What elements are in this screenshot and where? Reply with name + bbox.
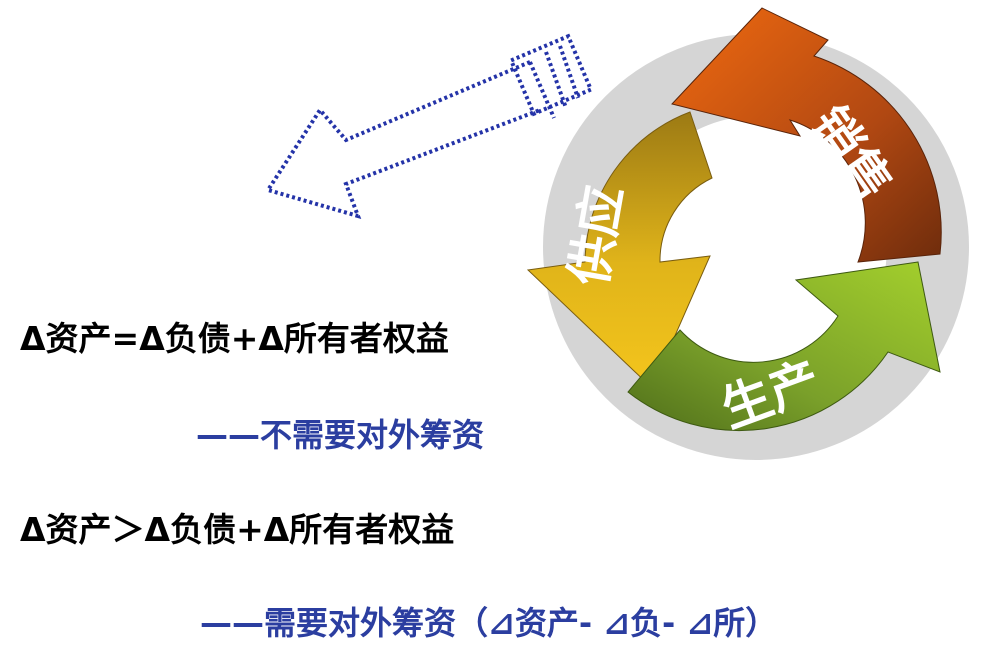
equation-unbalanced: Δ资产＞Δ负债+Δ所有者权益	[20, 510, 455, 549]
equation-balanced: Δ资产=Δ负债+Δ所有者权益	[20, 319, 449, 358]
cycle-segment-sales	[671, 7, 942, 263]
cycle-segment-supply	[526, 111, 713, 389]
note-external-financing: ——需要对外筹资（⊿资产- ⊿负- ⊿所）	[200, 604, 778, 642]
cycle-segment-production	[627, 261, 941, 432]
dotted-arrow	[264, 33, 594, 220]
note-no-external-financing: ——不需要对外筹资	[196, 416, 485, 454]
